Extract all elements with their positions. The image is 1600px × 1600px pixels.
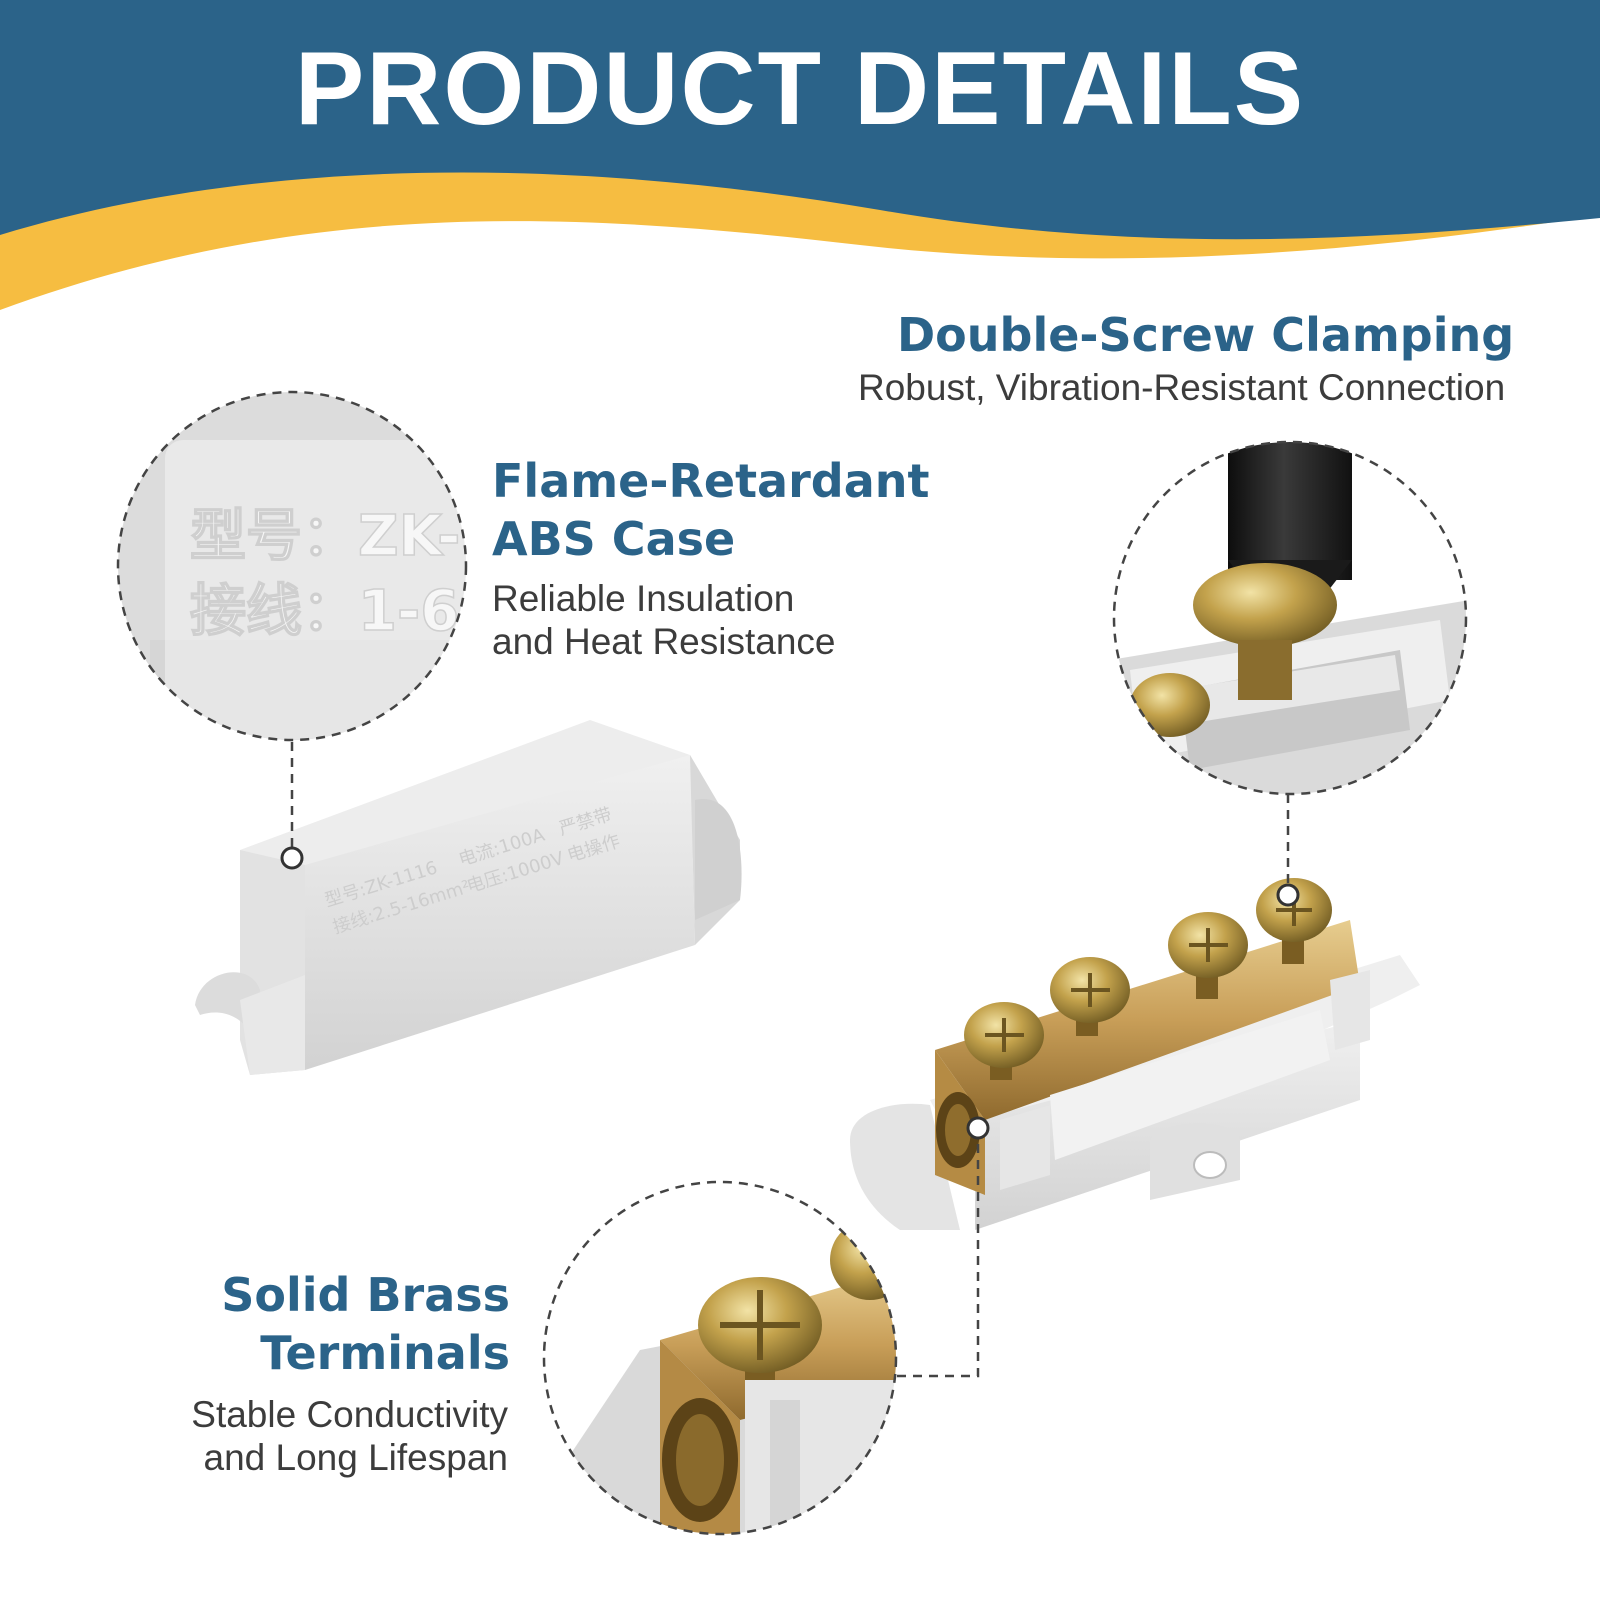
double-screw-subtitle: Robust, Vibration-Resistant Connection (858, 366, 1505, 409)
brass-terminals-heading-line1: Solid Brass (221, 1268, 510, 1322)
brass-terminals-heading-line2: Terminals (260, 1326, 510, 1380)
double-screw-subtitle-text: Robust, Vibration-Resistant Connection (858, 367, 1506, 408)
zoom-circle-outline-bottom-left (542, 1180, 898, 1536)
svg-text:型号：ZK-: 型号：ZK- (190, 504, 460, 569)
leader-dots (280, 846, 1300, 1140)
zoom-circle-outline-top-left (116, 390, 468, 742)
zoom-circle-screwdriver (1114, 442, 1466, 794)
double-screw-heading-text: Double-Screw Clamping (897, 308, 1515, 362)
double-screw-heading: Double-Screw Clamping (897, 306, 1514, 364)
brass-terminals-heading: Solid Brass Terminals (100, 1266, 510, 1382)
abs-cover-photo: 型号:ZK-1116 接线:2.5-16mm² 电流:100A 电压:1000V… (195, 720, 742, 1075)
flame-retardant-subtitle: Reliable Insulation and Heat Resistance (492, 577, 835, 663)
brass-terminals-subtitle-line1: Stable Conductivity (191, 1394, 508, 1435)
terminal-block-photo (850, 878, 1420, 1230)
brass-terminals-subtitle: Stable Conductivity and Long Lifespan (100, 1393, 508, 1479)
leader-lines (290, 742, 1290, 1378)
flame-retardant-heading: Flame-Retardant ABS Case (492, 452, 930, 568)
flame-retardant-heading-line1: Flame-Retardant (492, 454, 930, 508)
brass-terminals-subtitle-line2: and Long Lifespan (203, 1437, 509, 1478)
flame-retardant-subtitle-line2: and Heat Resistance (492, 621, 836, 662)
page-title: PRODUCT DETAILS (294, 31, 1306, 147)
flame-retardant-heading-line2: ABS Case (492, 512, 736, 566)
zoom-circle-case-label: 型号：ZK- 接线：1-6 (118, 392, 466, 740)
svg-text:接线：1-6: 接线：1-6 (190, 579, 459, 644)
zoom-circle-outline-top-right (1112, 440, 1468, 796)
flame-retardant-subtitle-line1: Reliable Insulation (492, 578, 795, 619)
banner-blue-wave (0, 0, 1600, 240)
